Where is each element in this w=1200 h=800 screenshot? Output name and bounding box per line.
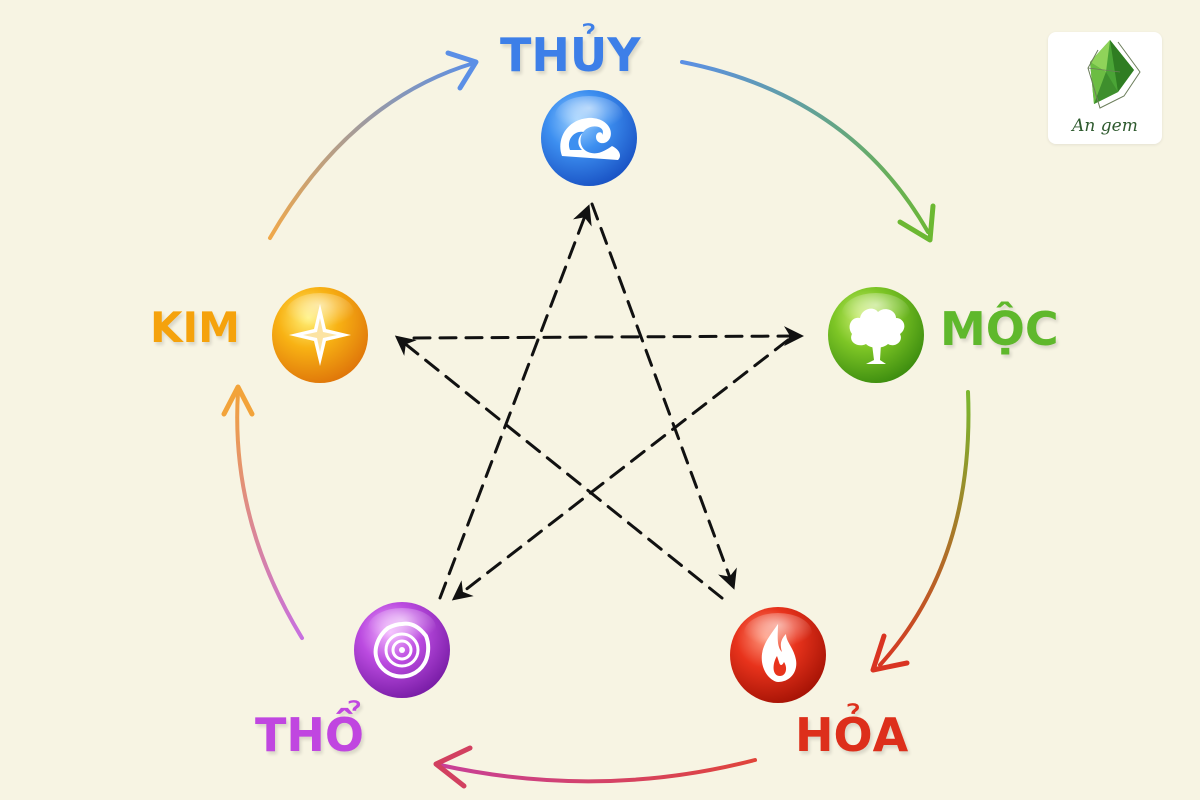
label-tho: THỔ [255,708,364,762]
dashed-arrow-moc-to-tho [451,338,790,601]
dashed-arrow-hoa-to-kim [394,335,724,600]
tree-icon [849,308,905,364]
arrowhead-tho [433,745,473,789]
arrowhead-moc [897,203,936,243]
arc-thuy-to-moc [680,60,930,234]
arc-hoa-to-tho [438,758,757,784]
dashed-arrow-thuy-to-hoa [590,202,737,590]
arc-moc-to-hoa [878,390,971,667]
arrowhead-thuy [445,50,479,91]
logo-text: An gem [1072,116,1138,136]
arc-kim-to-thuy [268,61,476,240]
flame-icon [761,624,797,682]
dashed-arrow-tho-to-thuy [438,204,592,600]
four-point-star-icon [289,304,351,366]
arc-tho-to-kim [235,390,304,640]
moc-ball [828,287,924,383]
arrowhead-hoa [870,633,910,673]
generating-cycle [221,50,971,789]
controlling-cycle [394,202,804,601]
thuy-ball [541,90,637,186]
wave-icon [560,117,620,160]
brand-logo: An gem [1048,32,1162,144]
dashed-arrow-kim-to-moc [412,326,804,347]
green-gem-icon [1087,40,1141,109]
label-kim: KIM [150,303,240,352]
hoa-ball [730,607,826,703]
tho-ball [354,602,450,698]
label-thuy: THỦY [500,28,641,82]
arrowhead-kim [221,384,255,417]
kim-ball [272,287,368,383]
tree-rings-icon [373,621,431,679]
label-moc: MỘC [940,302,1059,356]
label-hoa: HỎA [795,708,909,762]
